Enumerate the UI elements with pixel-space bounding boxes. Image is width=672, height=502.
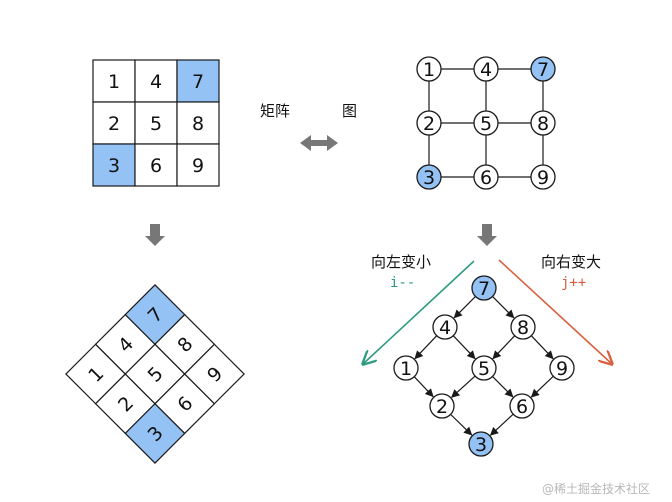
matrix-cell-value: 8 <box>192 113 204 135</box>
tree-node-value: 6 <box>516 396 528 418</box>
graph-node-value: 4 <box>480 59 492 81</box>
grid-graph: 1 4 7 2 5 8 3 6 9 <box>416 56 556 190</box>
tree-edge <box>413 376 434 398</box>
matrix-cell-value: 7 <box>192 71 204 93</box>
tree-graph: 7 4 8 1 5 9 2 6 3 <box>393 275 575 457</box>
tree-edge <box>453 296 476 319</box>
down-arrow-icon <box>145 224 165 246</box>
graph-node <box>473 164 499 190</box>
graph-node-value: 9 <box>537 167 549 189</box>
graph-node <box>416 110 442 136</box>
graph-node-value: 3 <box>423 167 435 189</box>
graph-node-value: 6 <box>480 167 492 189</box>
tree-node <box>393 355 419 381</box>
tree-edge <box>452 335 476 360</box>
tree-node-value: 5 <box>478 358 490 380</box>
tree-node <box>509 393 535 419</box>
matrix-label: 矩阵 <box>260 102 290 120</box>
diamond-cell <box>183 343 245 405</box>
graph-node-value: 5 <box>480 113 492 135</box>
graph-node <box>530 56 556 82</box>
matrix-cell <box>176 143 220 187</box>
graph-node <box>416 56 442 82</box>
graph-node <box>416 164 442 190</box>
left-direction-title: 向左变小 <box>371 253 431 271</box>
watermark: @稀土掘金技术社区 <box>542 481 650 496</box>
tree-edge <box>451 375 476 398</box>
graph-node <box>530 164 556 190</box>
graph-node-value: 7 <box>537 59 549 81</box>
tree-node <box>471 275 497 301</box>
tree-edge <box>492 296 515 319</box>
matrix-cell <box>176 101 220 145</box>
matrix-cell-value: 1 <box>108 71 120 93</box>
tree-node-value: 9 <box>556 358 568 380</box>
tree-edge <box>489 413 514 436</box>
tree-node-value: 4 <box>439 317 451 339</box>
matrix-cell-value: 4 <box>150 71 162 93</box>
down-arrow-icon <box>477 224 497 246</box>
right-direction-arrow <box>498 259 612 364</box>
tree-edge <box>450 413 473 436</box>
tree-node <box>468 431 494 457</box>
tree-node <box>549 355 575 381</box>
matrix-cell <box>134 143 178 187</box>
graph-node <box>473 56 499 82</box>
tree-node <box>429 393 455 419</box>
graph-label: 图 <box>342 102 357 120</box>
tree-node-value: 2 <box>436 396 448 418</box>
tree-node-value: 1 <box>400 358 412 380</box>
graph-node-value: 1 <box>423 59 435 81</box>
graph-node <box>530 110 556 136</box>
graph-node-value: 8 <box>537 113 549 135</box>
tree-node <box>510 314 536 340</box>
double-arrow-icon <box>300 135 338 151</box>
matrix-cell-value: 6 <box>150 155 162 177</box>
tree-edge <box>530 375 554 398</box>
left-direction-arrow <box>363 260 475 364</box>
matrix-cell-value: 2 <box>108 113 120 135</box>
graph-node-value: 2 <box>423 113 435 135</box>
matrix-cell-value: 5 <box>150 113 162 135</box>
matrix-grid: 1 4 7 2 5 8 3 6 9 <box>92 59 220 187</box>
graph-node <box>473 110 499 136</box>
tree-edge <box>492 335 516 360</box>
left-direction-code: i-- <box>390 275 415 291</box>
tree-edge <box>530 335 554 360</box>
matrix-cell-value: 9 <box>192 155 204 177</box>
tree-node <box>432 314 458 340</box>
right-direction-title: 向右变大 <box>541 253 601 271</box>
matrix-cell <box>134 59 178 103</box>
tree-node <box>471 355 497 381</box>
matrix-cell <box>92 143 136 187</box>
right-direction-code: j++ <box>561 275 586 291</box>
matrix-cell-value: 3 <box>108 155 120 177</box>
tree-edge <box>492 376 514 398</box>
tree-node-value: 8 <box>517 317 529 339</box>
tree-node-value: 3 <box>475 434 487 456</box>
matrix-cell <box>92 59 136 103</box>
tree-edge <box>414 335 438 360</box>
tree-node-value: 7 <box>478 278 490 300</box>
